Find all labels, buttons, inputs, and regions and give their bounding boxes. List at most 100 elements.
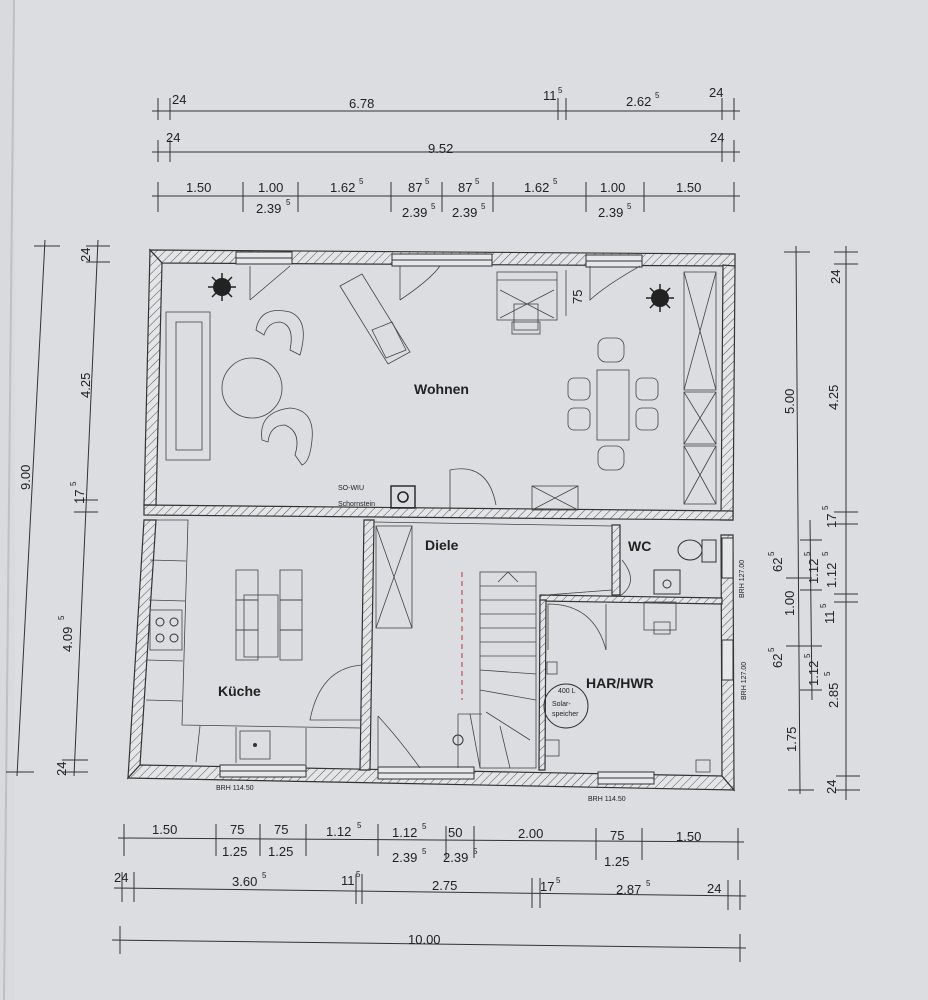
brh-kitchen: BRH 114.50: [216, 785, 254, 792]
dim-bot2-g: 24: [707, 881, 721, 896]
dim-top1-c-sup: 5: [558, 86, 563, 95]
tank-label-3: speicher: [552, 711, 579, 718]
dim-right1-b: 1.00: [782, 591, 797, 616]
dim-top1-a: 24: [172, 92, 186, 107]
dim-left-d-sup: 5: [57, 615, 66, 620]
room-kueche: Küche: [218, 683, 261, 699]
dim-bot1-u3-sup: 5: [422, 847, 427, 856]
dim-bot2-b-sup: 5: [262, 871, 267, 880]
dim-bot1-s1: 1.50: [152, 822, 177, 837]
top-dimension-row-2: 24 9.52 24: [152, 130, 740, 162]
chimney-label-2: Schornstein: [338, 501, 375, 508]
top-dimension-row-1: 24 6.78 11 5 2.62 5 24: [152, 85, 740, 120]
bottom-dimension-row-2: 24 3.60 5 11 5 2.75 17 5 2.87 5 24: [113, 870, 747, 910]
chimney-label-1: SO-WIU: [338, 485, 364, 492]
dim-top3-u4: 2.39: [598, 205, 623, 220]
dim-right1b-a-sup: 5: [767, 551, 776, 556]
brh-har: BRH 114.50: [588, 796, 626, 803]
dim-top1-d: 2.62: [626, 94, 651, 109]
dim-top1-e: 24: [709, 85, 723, 100]
dim-bot1-u4-sup: 5: [473, 847, 478, 856]
dim-top2-a: 24: [166, 130, 180, 145]
har-furniture: 400 L Solar- speicher: [543, 601, 711, 773]
dim-right3-e-sup: 5: [819, 603, 828, 608]
dim-top3-s8: 1.50: [676, 180, 701, 195]
dim-bot1-s5: 1.12: [392, 825, 417, 840]
dim-top2-c: 24: [710, 130, 724, 145]
dim-top3-s3: 1.62: [330, 180, 355, 195]
dim-bot1-u3: 2.39: [392, 850, 417, 865]
top-dimension-row-3: 1.50 1.00 1.62 5 87 5 87 5 1.62 5 1.00 1…: [152, 177, 740, 220]
dim-top3-u3-sup: 5: [481, 202, 486, 211]
dim-right2-a-sup: 5: [803, 551, 812, 556]
room-wohnen: Wohnen: [414, 381, 469, 397]
dim-bot3-total: 10.00: [408, 932, 441, 947]
dim-top3-s5: 87: [458, 180, 472, 195]
dim-right3-f: 2.85: [826, 683, 841, 708]
dim-top1-d-sup: 5: [655, 91, 660, 100]
dim-bot1-s9: 1.50: [676, 829, 701, 844]
dim-right3-b: 4.25: [826, 385, 841, 410]
dim-right3-e: 11: [822, 611, 837, 625]
dim-right3-a: 24: [828, 270, 843, 284]
brh-har-side: BRH 127.00: [741, 662, 748, 700]
dim-bot2-e-sup: 5: [556, 876, 561, 885]
dim-top3-s1: 1.50: [186, 180, 211, 195]
wohnen-furniture: [165, 271, 717, 511]
dim-bot1-s4: 1.12: [326, 824, 351, 839]
dim-top2-b: 9.52: [428, 141, 453, 156]
dim-top3-s3-sup: 5: [359, 177, 364, 186]
tank-label-1: 400 L: [558, 688, 576, 695]
dim-bot1-s3: 75: [274, 822, 288, 837]
dim-top3-s4-sup: 5: [425, 177, 430, 186]
dim-bot1-s5-sup: 5: [422, 822, 427, 831]
left-dimension-total: 9.00: [6, 239, 60, 777]
paper-edge: [3, 0, 15, 1000]
diele-furniture: [373, 521, 613, 769]
dim-bot1-u4: 2.39: [443, 850, 468, 865]
dim-right1b-b: 62: [770, 654, 785, 668]
dim-top3-u2: 2.39: [402, 205, 427, 220]
interior-walls: [359, 519, 723, 771]
bottom-dimension-row-3: 10.00: [111, 926, 747, 962]
dim-right2-a: 1.12: [806, 559, 821, 584]
dim-bot1-s8: 75: [610, 828, 624, 843]
dim-bot1-u1: 1.25: [222, 844, 247, 859]
dim-right1-c: 1.75: [784, 727, 799, 752]
window-swings: [249, 265, 641, 301]
dim-bot1-s6: 50: [448, 825, 462, 840]
dim-bot2-f-sup: 5: [646, 879, 651, 888]
dim-top3-u3: 2.39: [452, 205, 477, 220]
dim-bot2-a: 24: [114, 870, 128, 885]
dim-right3-f-sup: 5: [823, 671, 832, 676]
dim-top3-u1-sup: 5: [286, 198, 291, 207]
dim-left-total: 9.00: [18, 465, 33, 490]
dim-bot1-s2: 75: [230, 822, 244, 837]
plant-icon: [208, 273, 236, 301]
windows-top: [235, 251, 643, 268]
dim-right3-g: 24: [824, 780, 839, 794]
dim-left-c-sup: 5: [69, 481, 78, 486]
wc-fixtures: [619, 539, 717, 597]
dim-right3-c: 17: [824, 514, 839, 528]
dim-top3-s6: 1.62: [524, 180, 549, 195]
dim-window-75: 75: [570, 290, 585, 304]
right-dimension-chain-3: 24 4.25 17 5 1.12 5 11 5 2.85 5 24: [819, 246, 860, 800]
left-dimension-chain: 24 4.25 17 5 4.09 5 24: [54, 239, 110, 777]
windows-bottom: [219, 537, 734, 785]
dim-top1-b: 6.78: [349, 96, 374, 111]
dim-left-b: 4.25: [78, 373, 93, 398]
dim-bot2-c: 11: [341, 873, 355, 888]
window-height-mark: 75: [565, 270, 585, 316]
dim-top3-s7: 1.00: [600, 180, 625, 195]
dim-top3-u4-sup: 5: [627, 202, 632, 211]
dim-right2-b: 1.12: [806, 661, 821, 686]
dim-top3-s2: 1.00: [258, 180, 283, 195]
dim-right3-d: 1.12: [824, 563, 839, 588]
plant-icon: [646, 284, 674, 312]
dim-right1b-a: 62: [770, 558, 785, 572]
dim-top1-c: 11: [543, 88, 557, 103]
dim-bot1-u5: 1.25: [604, 854, 629, 869]
dim-right1-a: 5.00: [782, 389, 797, 414]
